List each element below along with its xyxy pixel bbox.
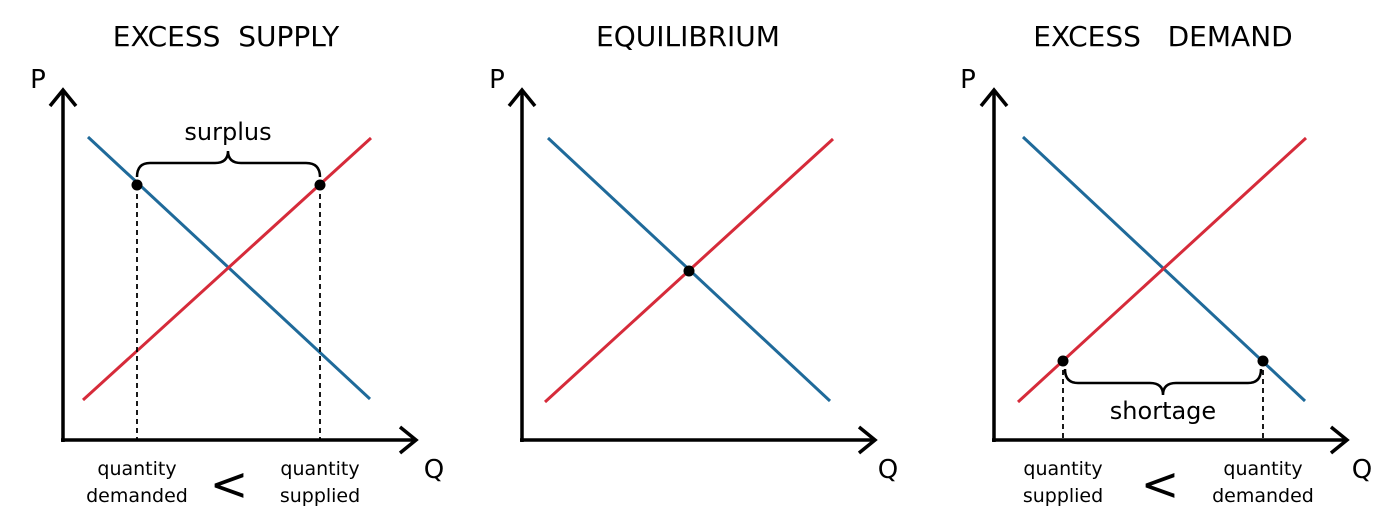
left-tick-label-line2: supplied (1023, 485, 1103, 507)
quantity-axis-label: Q (878, 455, 898, 485)
price-axis-label: P (30, 65, 46, 95)
supply-point (314, 179, 326, 191)
less-than-sign: < (210, 457, 249, 511)
right-tick-label-line1: quantity (280, 458, 359, 480)
quantity-axis-label: Q (424, 455, 444, 485)
right-tick-label-line2: supplied (280, 485, 360, 507)
left-tick-label-line1: quantity (1023, 458, 1102, 480)
price-axis-arrow (979, 87, 1009, 108)
panel-title: EXCESS SUPPLY (113, 20, 340, 53)
panel-title: EQUILIBRIUM (596, 20, 780, 53)
panel-equilibrium: EQUILIBRIUM P Q (489, 20, 898, 485)
panel-excess-supply: EXCESS SUPPLY P Q surplus quantity deman… (30, 20, 444, 511)
shortage-bracket (1063, 368, 1263, 396)
quantity-axis-arrow (1329, 425, 1350, 455)
price-axis-label: P (489, 65, 505, 95)
price-axis-arrow (507, 87, 537, 108)
panel-excess-demand: EXCESS DEMAND P Q shortage quantity supp… (960, 20, 1372, 511)
panel-title: EXCESS DEMAND (1033, 20, 1292, 53)
left-tick-label-line2: demanded (86, 485, 188, 507)
price-axis-arrow (48, 87, 78, 108)
quantity-axis-label: Q (1352, 455, 1372, 485)
less-than-sign: < (1141, 457, 1180, 511)
quantity-axis-arrow (398, 425, 419, 455)
demand-point (1257, 355, 1269, 367)
surplus-bracket (135, 150, 322, 178)
shortage-label: shortage (1110, 397, 1216, 425)
quantity-axis-arrow (857, 425, 878, 455)
supply-point (1057, 355, 1069, 367)
right-tick-label-line2: demanded (1212, 485, 1314, 507)
demand-point (131, 179, 143, 191)
left-tick-label-line1: quantity (97, 458, 176, 480)
right-tick-label-line1: quantity (1223, 458, 1302, 480)
price-axis-label: P (960, 65, 976, 95)
equilibrium-point (683, 265, 695, 277)
surplus-label: surplus (184, 118, 271, 146)
